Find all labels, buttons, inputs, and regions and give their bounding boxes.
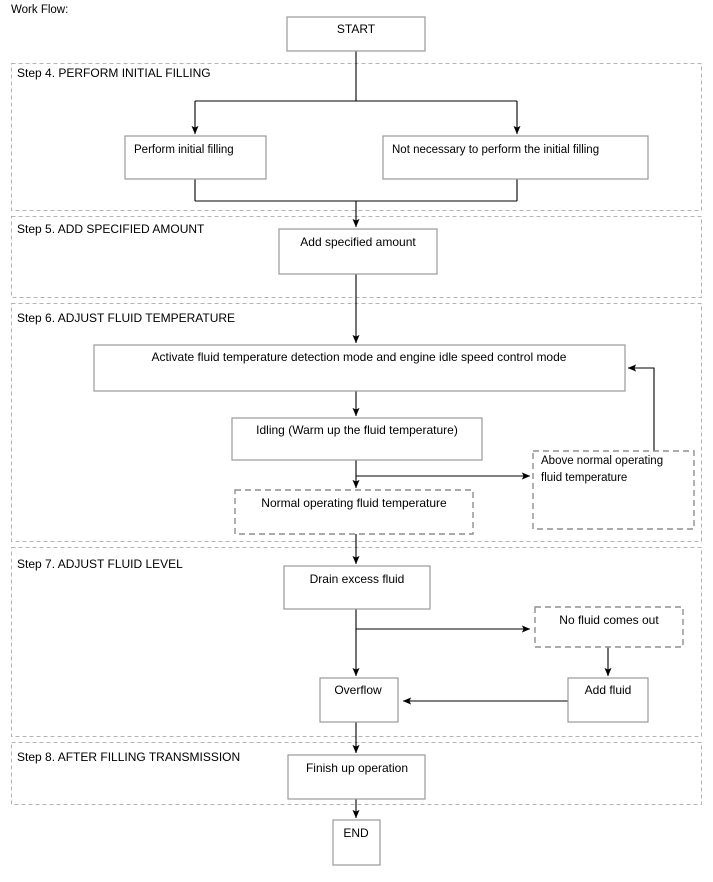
node-activate-modes[interactable] — [93, 344, 626, 392]
diagram-caption: Work Flow: — [11, 4, 68, 16]
node-start-label: START — [337, 22, 376, 36]
node-idling-label: Idling (Warm up the fluid temperature) — [256, 423, 458, 437]
node-perform-initial-filling[interactable] — [124, 135, 267, 180]
node-activate-modes-label: Activate fluid temperature detection mod… — [152, 350, 567, 364]
connector-above-normal-feedback-to-activate — [627, 364, 655, 451]
node-not-necessary-label: Not necessary to perform the initial fil… — [392, 144, 599, 156]
node-start[interactable] — [286, 16, 426, 52]
node-perform-initial-filling-label: Perform initial filling — [134, 144, 234, 156]
node-normal-operating-temp[interactable] — [234, 489, 474, 535]
node-overflow[interactable] — [319, 677, 399, 723]
node-no-fluid-comes-out-label: No fluid comes out — [559, 613, 659, 627]
node-add-fluid[interactable] — [567, 677, 649, 723]
step-label-step5: Step 5. ADD SPECIFIED AMOUNT — [17, 222, 205, 236]
node-end-label: END — [343, 826, 369, 840]
node-above-normal-temp[interactable] — [532, 450, 695, 530]
node-finish-up-operation-label: Finish up operation — [306, 761, 408, 775]
node-above-normal-temp-label-line1: Above normal operating — [541, 455, 663, 467]
node-add-specified-amount-label: Add specified amount — [300, 235, 416, 249]
node-add-fluid-label: Add fluid — [585, 683, 632, 697]
step-label-step7: Step 7. ADJUST FLUID LEVEL — [17, 557, 183, 571]
node-end[interactable] — [332, 819, 381, 866]
node-not-necessary[interactable] — [382, 135, 649, 180]
step-label-step6: Step 6. ADJUST FLUID TEMPERATURE — [17, 311, 235, 325]
node-idling[interactable] — [231, 417, 483, 461]
node-normal-operating-temp-label: Normal operating fluid temperature — [261, 496, 447, 510]
node-finish-up-operation[interactable] — [287, 754, 426, 800]
node-overflow-label: Overflow — [334, 683, 382, 697]
node-drain-excess-fluid[interactable] — [283, 565, 431, 610]
node-drain-excess-fluid-label: Drain excess fluid — [310, 572, 405, 586]
node-above-normal-temp-label-line2: fluid temperature — [541, 472, 627, 484]
node-add-specified-amount[interactable] — [278, 228, 438, 275]
step-label-step8: Step 8. AFTER FILLING TRANSMISSION — [17, 750, 240, 764]
node-no-fluid-comes-out[interactable] — [534, 606, 684, 648]
step-label-step4: Step 4. PERFORM INITIAL FILLING — [17, 66, 211, 80]
